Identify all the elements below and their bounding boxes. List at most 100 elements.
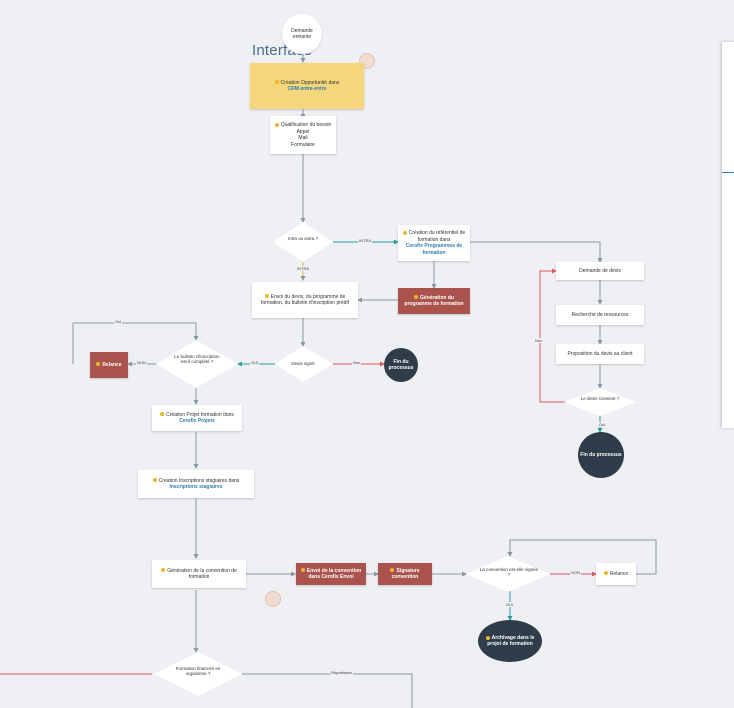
envoi-convention-node[interactable]: Envoi de la convention dans Cerofix Envo…	[296, 563, 366, 585]
node-item: Formulaire	[291, 141, 315, 148]
proposition-devis-node[interactable]: Proposition du devis au client	[556, 344, 644, 364]
node-label: Recherche de ressources	[571, 311, 629, 318]
bullet-icon	[161, 568, 166, 573]
creation-inscriptions-node[interactable]: Création Inscriptions stagiaires dans In…	[138, 470, 254, 498]
formation-question-label: Formation financée en organisme ?	[175, 666, 221, 677]
side-panel[interactable]	[722, 42, 734, 428]
node-label: Signature convention	[391, 567, 420, 581]
bullet-icon	[485, 635, 490, 640]
devis-convient-label: Le devis convient ?	[580, 396, 620, 401]
node-label: Création Opportunité dans	[280, 79, 340, 86]
node-label: Demande de devis	[579, 267, 621, 274]
end-node-right[interactable]: Fin du processus	[578, 432, 624, 478]
edge-label-intra: INTRA	[296, 266, 310, 271]
bullet-icon	[414, 295, 419, 300]
diamond-intra-extra	[273, 222, 333, 262]
edge-label-non: NON	[570, 570, 581, 575]
edge-referentiel-demande	[470, 241, 603, 263]
edge-relance2-loop	[507, 539, 657, 575]
edge-label-oui: OUI	[505, 602, 515, 607]
bullet-icon	[390, 568, 395, 573]
diamond-formation	[154, 652, 242, 696]
node-text: Génération du programme de formation	[400, 295, 468, 308]
node-item: Mail	[298, 135, 308, 141]
relance-node[interactable]: Relance	[90, 352, 128, 378]
creation-opportunite-node[interactable]: Création Opportunité dans CRM entre-entr…	[250, 63, 364, 109]
node-text: Création Opportunité dans	[274, 79, 340, 87]
node-text: Relance	[96, 361, 122, 369]
edge-label-non: NON	[136, 360, 147, 365]
generation-programme-node[interactable]: Génération du programme de formation	[398, 288, 470, 314]
bullet-icon	[274, 122, 279, 127]
diamond-bulletin	[156, 340, 238, 388]
node-label: Qualification du besoin	[280, 122, 332, 128]
edge-label-non: Non	[534, 338, 544, 343]
bullet-icon	[96, 362, 101, 367]
convention-question-label: La convention est-elle signée ?	[479, 567, 539, 578]
signature-convention-node[interactable]: Signature convention	[378, 563, 432, 585]
archivage-node[interactable]: Archivage dans le projet de formation	[478, 620, 542, 662]
edge-convient-non	[539, 268, 582, 403]
panel-divider	[722, 172, 734, 173]
start-label: Demande entrante	[291, 28, 313, 40]
edge-label-loop: Oui	[114, 319, 123, 324]
end-label: Fin du processus	[580, 452, 622, 458]
diamond-convention	[466, 556, 550, 592]
demande-devis-node[interactable]: Demande de devis	[556, 262, 644, 280]
node-text: Envoi du devis, du programme de formatio…	[254, 294, 356, 307]
node-text: Création Projet formation dans	[160, 412, 234, 419]
edge-label-oui: OUI	[250, 360, 260, 365]
node-label: Relance	[102, 361, 122, 368]
node-text: Signature convention	[380, 568, 430, 581]
edge-relance-loop	[72, 322, 199, 364]
end-node[interactable]: Fin du processus	[384, 348, 418, 382]
diamond-devis-signe	[275, 346, 333, 382]
start-node[interactable]: Demande entrante	[282, 14, 322, 54]
edge-label-oui: Oui	[598, 422, 607, 427]
creation-referentiel-node[interactable]: Création du référentiel de formation dan…	[398, 225, 470, 261]
node-text: Qualification du besoin	[274, 122, 332, 129]
node-label: Création Projet formation dans	[166, 411, 234, 418]
node-item: Appel	[296, 128, 310, 135]
intra-extra-label: Intra ou extra ?	[287, 236, 319, 241]
bullet-icon	[264, 294, 269, 299]
node-highlight: Cerofix Projets	[179, 418, 215, 424]
node-label: Génération de la convention de formation	[167, 567, 237, 581]
bullet-icon	[160, 412, 165, 417]
end-label: Fin du processus	[388, 359, 414, 371]
diamond-devis-convient	[564, 388, 636, 416]
generation-convention-node[interactable]: Génération de la convention de formation	[152, 560, 246, 588]
creation-projet-node[interactable]: Création Projet formation dans Cerofix P…	[152, 405, 242, 431]
edge-formation-repartissez	[242, 673, 413, 708]
bullet-icon	[300, 568, 305, 573]
node-label: Relance	[609, 570, 629, 577]
edge-label-non: Non	[352, 360, 362, 365]
node-text: Création Inscriptions stagiaires dans	[152, 477, 240, 485]
bullet-icon	[603, 571, 608, 576]
avatar	[266, 592, 280, 606]
bullet-icon	[152, 478, 157, 483]
node-text: Création du référentiel de formation dan…	[400, 230, 468, 243]
node-text: Envoi de la convention dans Cerofix Envo…	[298, 568, 364, 581]
node-label: Proposition du devis au client	[567, 350, 633, 357]
envoi-devis-node[interactable]: Envoi du devis, du programme de formatio…	[252, 282, 358, 318]
edge-label-extra: INTRA	[358, 238, 372, 243]
relance2-node[interactable]: Relance	[596, 563, 636, 585]
bullet-icon	[402, 230, 407, 235]
devis-signe-label: Devis signé	[291, 361, 315, 366]
node-label: Génération du programme de formation	[404, 294, 464, 308]
node-text: Relance	[603, 570, 629, 578]
recherche-ressources-node[interactable]: Recherche de ressources	[556, 305, 644, 325]
node-label: Archivage dans le projet de formation	[487, 635, 535, 647]
node-label: Création du référentiel de formation dan…	[408, 230, 466, 243]
node-highlight: CRM entre-entre	[287, 86, 327, 92]
node-text: Génération de la convention de formation	[154, 568, 244, 581]
bulletin-question-label: Le bulletin d'inscription est-il complét…	[174, 354, 220, 365]
repartissez-label: Répartissez	[330, 670, 354, 675]
node-label: Création Inscriptions stagiaires dans	[158, 477, 240, 484]
qualification-node[interactable]: Qualification du besoin Appel Mail Formu…	[270, 116, 336, 154]
node-label: Envoi du devis, du programme de formatio…	[261, 293, 349, 307]
node-label: Envoi de la convention dans Cerofix Envo…	[306, 567, 362, 581]
bullet-icon	[274, 80, 279, 85]
